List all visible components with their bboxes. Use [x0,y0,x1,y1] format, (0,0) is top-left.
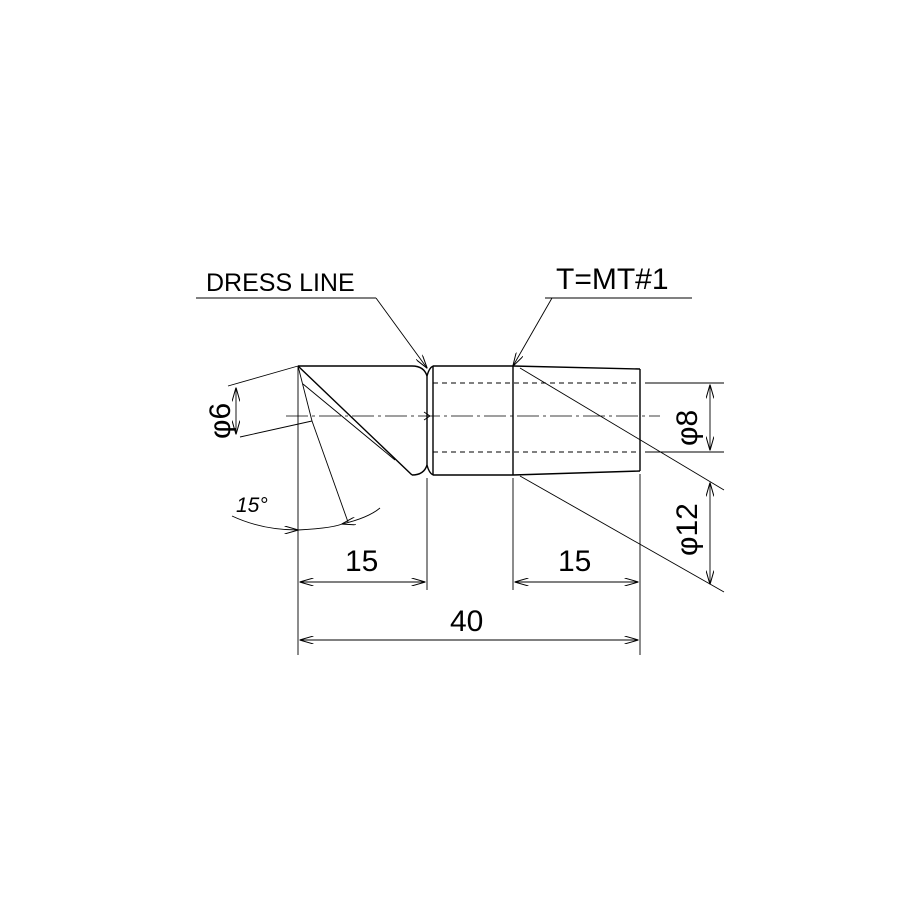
part-body [286,365,660,476]
taper-callout: T=MT#1 [513,263,692,366]
overall-length-label: 40 [450,605,483,638]
tip-angle-label: 15° [236,494,268,517]
length-dimensions: 15 15 40 [297,474,641,655]
dress-line-label: DRESS LINE [206,269,355,297]
shank-length-label: 15 [558,545,591,578]
tip-diameter-dimension: φ6 [204,365,313,439]
shank-large-diameter-label: φ12 [671,503,704,556]
tip-diameter-label: φ6 [204,403,237,439]
tip-length-label: 15 [345,545,378,578]
shank-diameter-dimensions: φ8 φ12 [519,367,725,593]
dress-line-callout: DRESS LINE [196,269,427,368]
taper-label: T=MT#1 [556,263,669,296]
shank-small-diameter-label: φ8 [671,410,704,446]
tip-angle-dimension: 15° [231,366,381,590]
